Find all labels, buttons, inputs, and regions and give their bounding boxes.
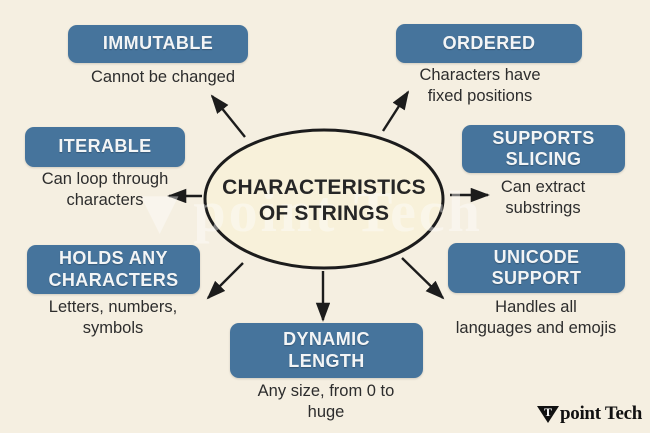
svg-text:T: T xyxy=(544,405,552,419)
node-ordered-description: Characters have fixed positions xyxy=(419,66,541,106)
node-supports-slicing-description: Can extract substrings xyxy=(500,178,586,218)
connector-arrows xyxy=(167,90,490,322)
node-supports-slicing: SUPPORTS SLICING xyxy=(462,125,625,173)
node-iterable-description: Can loop through characters xyxy=(41,170,169,210)
arrow-to-immutable xyxy=(210,94,246,138)
arrow-to-ordered xyxy=(381,90,410,132)
center-ellipse xyxy=(203,128,445,270)
node-unicode-support-description: Handles all languages and emojis xyxy=(455,298,617,338)
node-dynamic-length: DYNAMIC LENGTH xyxy=(230,323,423,378)
node-dynamic-length-description: Any size, from 0 to huge xyxy=(257,382,395,422)
node-immutable-description: Cannot be changed xyxy=(90,68,236,86)
node-holds-any-characters: HOLDS ANY CHARACTERS xyxy=(27,245,200,294)
node-unicode-support: UNICODE SUPPORT xyxy=(448,243,625,293)
node-holds-any-characters-description: Letters, numbers, symbols xyxy=(48,298,178,338)
node-iterable: ITERABLE xyxy=(25,127,185,167)
arrow-to-holds xyxy=(206,262,244,300)
logo-triangle-icon: T xyxy=(536,405,559,423)
center-title: CHARACTERISTICS OF STRINGS xyxy=(222,176,426,226)
node-immutable: IMMUTABLE xyxy=(68,25,248,63)
arrow-to-unicode xyxy=(401,257,445,300)
node-ordered: ORDERED xyxy=(396,24,582,63)
logo-text: point Tech xyxy=(559,403,642,424)
tpointtech-logo: T point Tech xyxy=(536,403,642,425)
